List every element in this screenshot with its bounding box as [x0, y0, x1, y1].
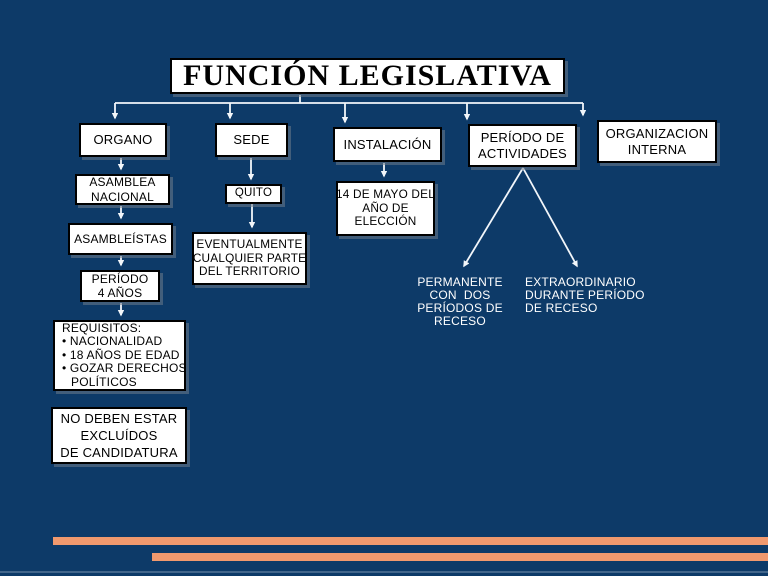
node-sede-label: SEDE — [233, 132, 270, 148]
requisitos-item-derechos-cont: POLÍTICOS — [71, 374, 137, 389]
bottom-edge-line — [0, 571, 768, 573]
node-instalacion: INSTALACIÓN — [333, 127, 442, 162]
no-deben-line3: DE CANDIDATURA — [60, 445, 178, 460]
node-no-deben-estar-excluidos: NO DEBEN ESTAR EXCLUÍDOS DE CANDIDATURA — [51, 407, 187, 464]
permanente-line2: CON DOS — [429, 288, 491, 302]
node-instalacion-label: INSTALACIÓN — [343, 136, 432, 152]
diagram-title-text: FUNCIÓN LEGISLATIVA — [183, 59, 552, 92]
permanente-line3: PERÍODOS DE — [417, 301, 503, 315]
requisitos-heading: REQUISITOS: — [62, 320, 142, 335]
node-asambleistas-label: ASAMBLEÍSTAS — [74, 231, 167, 246]
fecha-line3: ELECCIÓN — [354, 214, 417, 229]
node-periodo-line1: PERÍODO DE — [480, 130, 565, 146]
node-organizacion-interna: ORGANIZACION INTERNA — [597, 120, 717, 163]
requisitos-item-edad: • 18 AÑOS DE EDAD — [62, 347, 180, 362]
no-deben-line2: EXCLUÍDOS — [80, 428, 158, 443]
node-quito: QUITO — [225, 184, 282, 204]
node-sede: SEDE — [215, 123, 288, 157]
node-organizacion-line1: ORGANIZACION — [605, 126, 709, 142]
label-permanente: PERMANENTE CON DOS PERÍODOS DE RECESO — [412, 276, 508, 328]
eventualmente-line3: DEL TERRITORIO — [199, 264, 300, 279]
diagram-title: FUNCIÓN LEGISLATIVA — [170, 58, 565, 94]
node-organizacion-line2: INTERNA — [627, 141, 687, 157]
permanente-line4: RECESO — [434, 314, 486, 328]
eventualmente-line2: CUALQUIER PARTE — [192, 250, 307, 265]
node-organo-label: ORGANO — [93, 132, 153, 148]
requisitos-item-derechos: • GOZAR DERECHOS — [62, 361, 187, 376]
fecha-line2: AÑO DE — [362, 200, 409, 215]
permanente-line1: PERMANENTE — [417, 275, 503, 289]
node-asamblea-line2: NACIONAL — [91, 189, 154, 204]
extraordinario-line1: EXTRAORDINARIO — [525, 275, 636, 289]
accent-stripe-top — [53, 537, 768, 545]
eventualmente-line1: EVENTUALMENTE — [196, 236, 303, 251]
node-asamblea-line1: ASAMBLEA — [89, 175, 156, 190]
node-quito-label: QUITO — [234, 187, 273, 200]
node-periodo4-line2: 4 AÑOS — [97, 286, 143, 300]
extraordinario-line3: DE RECESO — [525, 301, 598, 315]
node-14-de-mayo: 14 DE MAYO DEL AÑO DE ELECCIÓN — [336, 181, 435, 236]
no-deben-line1: NO DEBEN ESTAR — [60, 411, 178, 426]
node-periodo-de-actividades: PERÍODO DE ACTIVIDADES — [468, 124, 577, 167]
node-organo: ORGANO — [79, 123, 167, 157]
node-periodo-4-anos: PERÍODO 4 AÑOS — [80, 270, 160, 302]
node-asambleistas: ASAMBLEÍSTAS — [68, 223, 173, 255]
node-eventualmente: EVENTUALMENTE CUALQUIER PARTE DEL TERRIT… — [192, 232, 307, 285]
label-extraordinario: EXTRAORDINARIO DURANTE PERÍODO DE RECESO — [525, 275, 645, 315]
node-periodo-line2: ACTIVIDADES — [478, 145, 567, 161]
node-asamblea-nacional: ASAMBLEA NACIONAL — [75, 174, 170, 205]
node-requisitos: REQUISITOS: • NACIONALIDAD • 18 AÑOS DE … — [53, 320, 187, 391]
fecha-line1: 14 DE MAYO DEL — [336, 186, 435, 201]
requisitos-item-nacionalidad: • NACIONALIDAD — [62, 334, 163, 349]
extraordinario-line2: DURANTE PERÍODO — [525, 288, 645, 302]
accent-stripe-bottom — [152, 553, 768, 561]
node-periodo4-line1: PERÍODO — [91, 271, 149, 286]
